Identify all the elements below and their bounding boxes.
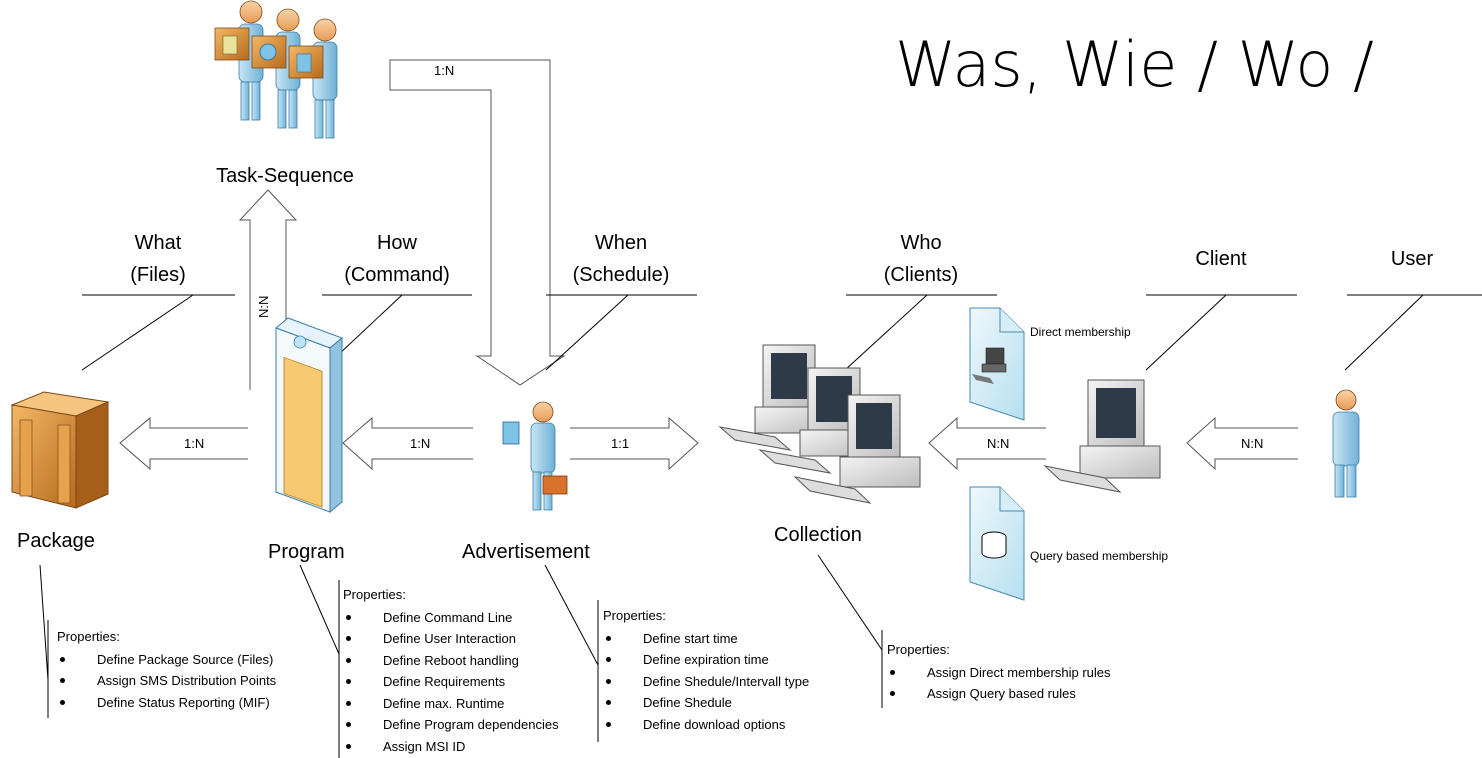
arrow-label-ts-adv: 1:N [434, 63, 455, 78]
collection-computers-icon [718, 344, 921, 504]
advertisement-person-icon [502, 401, 568, 511]
list-item: Define User Interaction [343, 628, 559, 650]
list-item: Define Shedule [603, 692, 809, 714]
list-item: Define Status Reporting (MIF) [57, 692, 276, 714]
collection-properties: Properties: Assign Direct membership rul… [887, 639, 1111, 705]
advertisement-properties-heading: Properties: [603, 608, 666, 623]
user-person-icon [1332, 389, 1360, 498]
list-item: Assign Query based rules [887, 683, 1111, 705]
task-sequence-icon [214, 0, 338, 139]
arrow-taskseq-to-advertisement [389, 59, 566, 386]
list-item: Assign SMS Distribution Points [57, 670, 276, 692]
direct-membership-doc-icon [969, 307, 1025, 421]
package-properties-heading: Properties: [57, 629, 120, 644]
task-sequence-label: Task-Sequence [216, 165, 354, 187]
client-computer-icon [1043, 379, 1161, 493]
package-properties: Properties: Define Package Source (Files… [57, 626, 276, 713]
callout-what: What (Files) [98, 227, 218, 291]
callout-client: Client [1195, 248, 1247, 270]
arrow-advertisement-to-program [342, 416, 473, 471]
arrow-program-to-package [119, 416, 248, 471]
slide-title: Was, Wie / Wo / [895, 28, 1374, 101]
collection-label: Collection [774, 524, 862, 546]
package-box-icon [10, 391, 110, 509]
arrow-label-adv-prog: 1:N [410, 436, 431, 451]
query-membership-label: Query based membership [1030, 549, 1169, 563]
advertisement-label: Advertisement [462, 541, 590, 563]
arrow-label-user-client: N:N [1241, 436, 1264, 451]
arrow-label-client-coll: N:N [987, 436, 1010, 451]
arrow-advertisement-to-collection [570, 416, 699, 471]
callout-how-title: How [376, 232, 417, 254]
list-item: Define Command Line [343, 607, 559, 629]
list-item: Define expiration time [603, 649, 809, 671]
list-item: Assign Direct membership rules [887, 662, 1111, 684]
list-item: Assign MSI ID [343, 736, 559, 758]
callout-user: User [1390, 248, 1434, 270]
list-item: Define Program dependencies [343, 714, 559, 736]
callout-when-title: When [594, 232, 648, 254]
list-item: Define start time [603, 628, 809, 650]
callout-how-sub: (Command) [344, 264, 450, 286]
program-properties-heading: Properties: [343, 587, 406, 602]
callout-when: When (Schedule) [546, 227, 696, 291]
callout-who-title: Who [900, 232, 942, 254]
collection-properties-heading: Properties: [887, 642, 950, 657]
callout-lines [39, 294, 1482, 758]
program-label: Program [268, 541, 345, 563]
arrow-client-to-collection [928, 416, 1046, 471]
program-properties: Properties: Define Command Line Define U… [343, 584, 559, 757]
arrow-label-prog-pkg: 1:N [184, 436, 205, 451]
arrow-user-to-client [1186, 416, 1298, 471]
list-item: Define Requirements [343, 671, 559, 693]
callout-when-sub: (Schedule) [572, 264, 670, 286]
callout-who: Who (Clients) [846, 227, 996, 291]
list-item: Define max. Runtime [343, 693, 559, 715]
package-label: Package [17, 530, 95, 552]
query-membership-doc-icon [969, 486, 1025, 601]
callout-what-title: What [134, 232, 182, 254]
callout-how: How (Command) [322, 227, 472, 291]
callout-who-sub: (Clients) [883, 264, 959, 286]
direct-membership-label: Direct membership [1030, 325, 1131, 339]
program-icon [275, 317, 343, 514]
list-item: Define Reboot handling [343, 650, 559, 672]
arrow-label-adv-coll: 1:1 [611, 436, 630, 451]
arrow-label-prog-ts: N:N [256, 295, 271, 318]
callout-what-sub: (Files) [130, 264, 186, 286]
list-item: Define Shedule/Intervall type [603, 671, 809, 693]
list-item: Define download options [603, 714, 809, 736]
list-item: Define Package Source (Files) [57, 649, 276, 671]
advertisement-properties: Properties: Define start time Define exp… [603, 605, 809, 735]
